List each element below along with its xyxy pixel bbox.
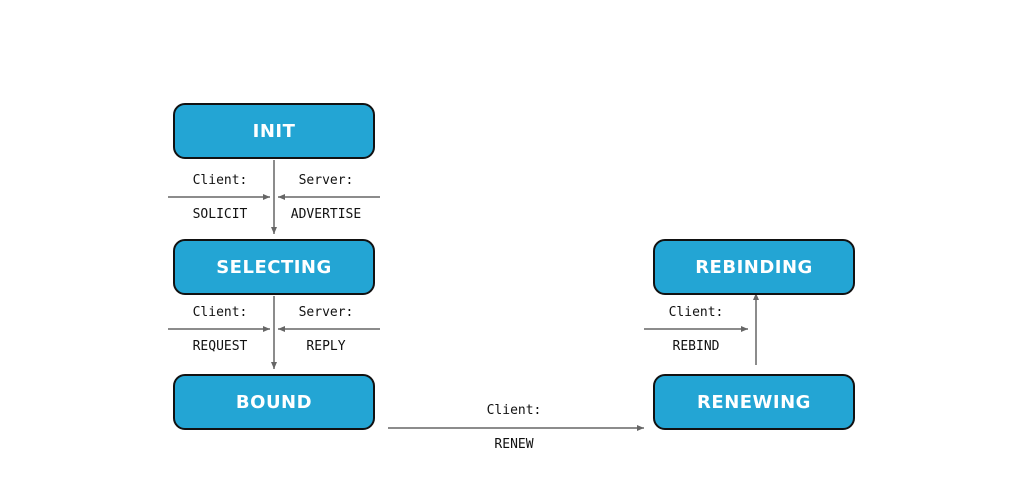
- renew-client-label: Client:: [486, 403, 542, 418]
- advertise-message: ADVERTISE: [290, 207, 362, 222]
- renew-message: RENEW: [494, 437, 534, 452]
- state-renewing: RENEWING: [653, 374, 855, 430]
- reply-server-label: Server:: [298, 305, 354, 320]
- request-message: REQUEST: [192, 339, 248, 354]
- state-selecting: SELECTING: [173, 239, 375, 295]
- solicit-client-label: Client:: [192, 173, 248, 188]
- request-client-label: Client:: [192, 305, 248, 320]
- state-renewing-label: RENEWING: [697, 391, 811, 413]
- state-selecting-label: SELECTING: [216, 256, 332, 278]
- state-init: INIT: [173, 103, 375, 159]
- reply-message: REPLY: [306, 339, 346, 354]
- advertise-server-label: Server:: [298, 173, 354, 188]
- state-bound: BOUND: [173, 374, 375, 430]
- state-rebinding-label: REBINDING: [695, 256, 813, 278]
- state-init-label: INIT: [252, 120, 296, 142]
- state-rebinding: REBINDING: [653, 239, 855, 295]
- rebind-message: REBIND: [672, 339, 720, 354]
- solicit-message: SOLICIT: [192, 207, 248, 222]
- rebind-client-label: Client:: [668, 305, 724, 320]
- state-bound-label: BOUND: [235, 391, 313, 413]
